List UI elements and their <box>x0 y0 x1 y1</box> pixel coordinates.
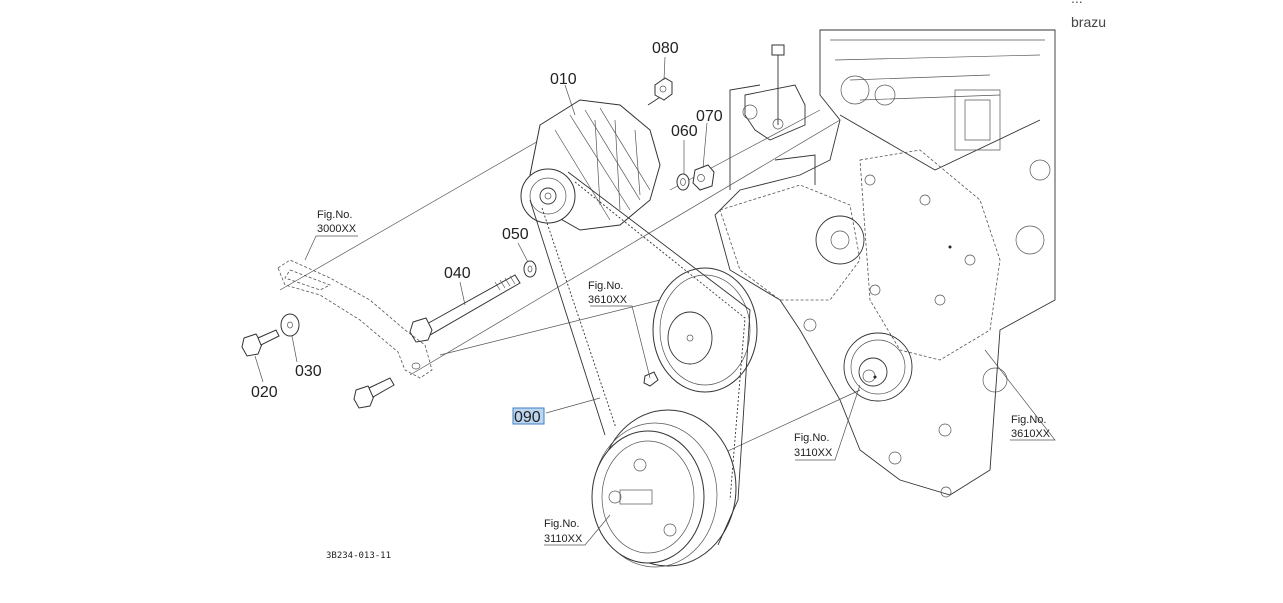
washer-part-050[interactable] <box>523 260 537 278</box>
side-panel-partial-label[interactable]: brazu <box>1071 14 1107 30</box>
crankshaft-pulley <box>591 409 737 568</box>
fig-ref-3000xx[interactable]: Fig.No. 3000XX <box>317 209 357 235</box>
label-part-040[interactable]: 040 <box>444 265 471 282</box>
water-pump-pulley <box>643 267 758 393</box>
fig-ref-number: 3110XX <box>544 533 583 545</box>
fig-ref-number: 3000XX <box>317 223 357 235</box>
washer-part-030[interactable] <box>280 313 300 337</box>
washer-part-060[interactable] <box>676 173 690 191</box>
fig-ref-3110xx-crank[interactable]: Fig.No. 3110XX <box>544 518 583 545</box>
fig-ref-prefix: Fig.No. <box>544 518 579 530</box>
fan-belt-part-090[interactable] <box>529 171 751 546</box>
leader-lines <box>254 56 1056 546</box>
bolt-part-040[interactable] <box>409 274 521 343</box>
fig-ref-prefix: Fig.No. <box>1011 414 1046 426</box>
label-part-030[interactable]: 030 <box>295 363 322 380</box>
engine-block <box>714 29 1056 498</box>
drawing-code: 3B234-013-11 <box>326 551 391 561</box>
side-panel-partial-text-top: ... <box>1071 0 1083 6</box>
adjusting-arm-bracket <box>277 259 433 379</box>
fig-ref-number: 3610XX <box>1011 428 1051 440</box>
fig-ref-prefix: Fig.No. <box>794 432 829 444</box>
label-part-080[interactable]: 080 <box>652 40 679 57</box>
bolt-lower <box>353 377 395 409</box>
label-part-070[interactable]: 070 <box>696 108 723 125</box>
fig-ref-3610xx-pulley[interactable]: Fig.No. 3610XX <box>588 280 628 306</box>
alternator-part-010[interactable] <box>520 91 669 231</box>
label-part-090-selected[interactable]: 090 <box>514 409 541 426</box>
fig-ref-number: 3610XX <box>588 294 628 306</box>
label-part-020[interactable]: 020 <box>251 384 278 401</box>
bolt-part-020[interactable] <box>241 329 280 357</box>
nut-part-080[interactable] <box>654 77 673 101</box>
label-part-060[interactable]: 060 <box>671 123 698 140</box>
fig-ref-prefix: Fig.No. <box>588 280 623 292</box>
fig-ref-3610xx-engine[interactable]: Fig.No. 3610XX <box>1011 414 1051 440</box>
nut-part-070[interactable] <box>692 164 715 191</box>
label-part-050[interactable]: 050 <box>502 226 529 243</box>
label-part-010[interactable]: 010 <box>550 71 577 88</box>
upper-bracket <box>729 44 816 190</box>
fig-ref-prefix: Fig.No. <box>317 209 352 221</box>
fig-ref-3110xx-gear[interactable]: Fig.No. 3110XX <box>794 432 833 459</box>
fig-ref-number: 3110XX <box>794 447 833 459</box>
selected-part-highlight <box>512 407 545 425</box>
